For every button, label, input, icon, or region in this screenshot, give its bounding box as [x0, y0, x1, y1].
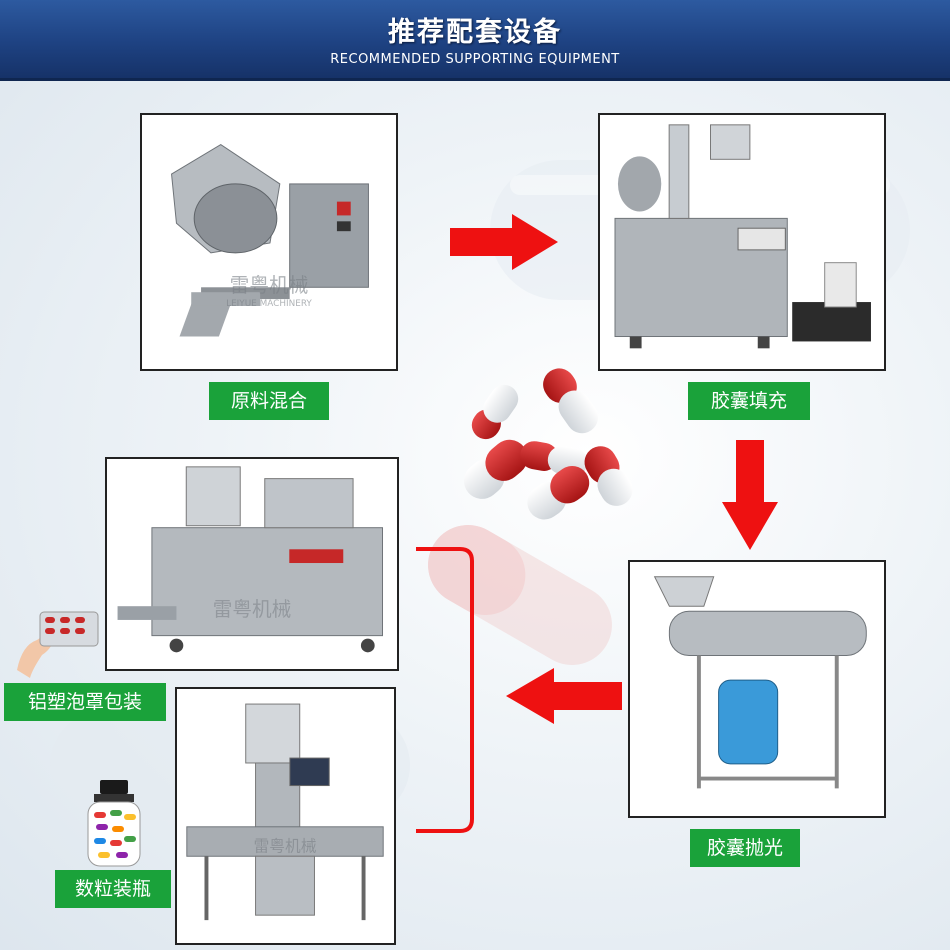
watermark-text-en: LEIYUE MACHINERY — [226, 299, 312, 309]
arrow-down-icon — [722, 440, 778, 550]
counting-bottling-machine-image: 雷粤机械 — [175, 687, 396, 945]
capsule-filling-machine-image — [598, 113, 886, 371]
bracket-connector — [416, 547, 474, 833]
page-title: 推荐配套设备 — [388, 17, 562, 48]
step-label-capsule-polishing: 胶囊抛光 — [690, 829, 800, 867]
capsules-image — [463, 368, 633, 520]
watermark-text: 雷粤机械 — [230, 274, 309, 297]
blister-pack-hand-icon — [17, 611, 99, 678]
step-label-capsule-filling: 胶囊填充 — [688, 382, 810, 420]
capsule-polishing-machine-image — [628, 560, 886, 818]
pill-bottle-icon — [87, 780, 141, 867]
arrow-right-icon — [450, 214, 558, 270]
blister-packaging-machine-image: 雷粤机械 — [105, 457, 399, 671]
watermark-text: 雷粤机械 — [254, 836, 317, 855]
arrow-left-icon — [506, 668, 622, 724]
step-label-blister-packaging: 铝塑泡罩包装 — [4, 683, 166, 721]
step-label-counting-bottling: 数粒装瓶 — [55, 870, 171, 908]
header-banner: 推荐配套设备 RECOMMENDED SUPPORTING EQUIPMENT — [0, 0, 950, 81]
page-subtitle: RECOMMENDED SUPPORTING EQUIPMENT — [330, 52, 620, 67]
watermark-text: 雷粤机械 — [213, 598, 291, 621]
step-label-mixing: 原料混合 — [209, 382, 329, 420]
mixer-machine-image: 雷粤机械 LEIYUE MACHINERY — [140, 113, 398, 371]
